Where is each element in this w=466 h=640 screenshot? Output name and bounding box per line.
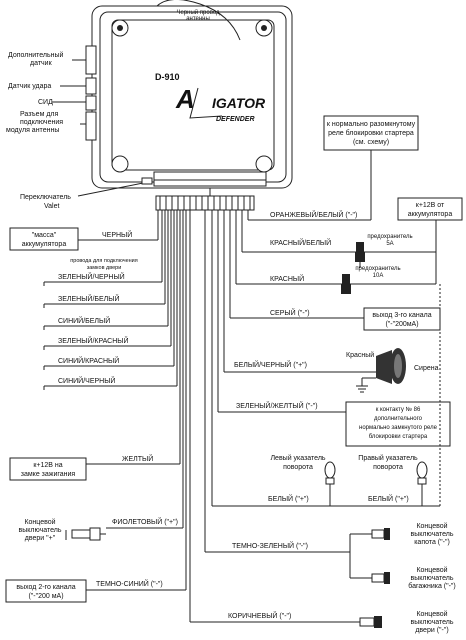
- wire-label-dark-blue: ТЕМНО-СИНИЙ ("-"): [96, 579, 163, 588]
- antenna-conn-label-3: модуля антенны: [6, 127, 59, 134]
- door-switch-plus-icon: [65, 527, 106, 541]
- door-switch-plus-label: Концевой: [24, 518, 55, 526]
- wire-label-blue-red: СИНИЙ/КРАСНЫЙ: [58, 356, 119, 365]
- wire-label-orange-white: ОРАНЖЕВЫЙ/БЕЛЫЙ ("-"): [270, 210, 357, 219]
- alarm-module: [85, 5, 293, 189]
- left-turn-label: Левый указатель: [270, 454, 325, 462]
- wire-label-gray: СЕРЫЙ ("-"): [270, 308, 310, 317]
- hood-switch-label-3: капота ("-"): [414, 539, 450, 546]
- brand-mark-icon: [189, 87, 223, 119]
- brand-a: A: [175, 84, 195, 114]
- model-label: D-910: [155, 72, 180, 82]
- antenna-conn-label: Разъем для: [20, 111, 59, 118]
- battery-label-2: аккумулятора: [408, 211, 453, 218]
- main-connector: [155, 195, 255, 211]
- wire-label-white-black: БЕЛЫЙ/ЧЕРНЫЙ ("+"): [234, 360, 307, 369]
- ch3-label-2: ("-"200мА): [385, 321, 418, 328]
- wire-label-green-red: ЗЕЛЕНЫЙ/КРАСНЫЙ: [58, 336, 129, 345]
- trunk-switch-label-2: выключатель: [411, 575, 454, 582]
- led-label: СИД: [38, 99, 53, 106]
- relay86-box: [345, 401, 451, 447]
- starter-relay-label-3: (см. схему): [353, 139, 389, 146]
- starter-relay-label: к нормально разомкнутому: [327, 121, 416, 128]
- valet-switch-icon: [141, 177, 153, 185]
- wire-label-green-black: ЗЕЛЕНЫЙ/ЧЕРНЫЙ: [58, 272, 125, 281]
- wire-label-white-right: БЕЛЫЙ ("+"): [368, 494, 409, 503]
- antenna-conn-label-2: подключения: [20, 119, 63, 126]
- right-turn-label-2: поворота: [373, 464, 403, 471]
- valet-label: Переключатель: [20, 194, 71, 201]
- wire-label-black: ЧЕРНЫЙ: [102, 230, 132, 239]
- ground-box-label: "масса": [32, 232, 57, 239]
- valet-label-2: Valet: [44, 203, 59, 210]
- siren-icon: [356, 348, 406, 393]
- brand-sub: DEFENDER: [216, 116, 255, 123]
- hood-switch-icon: [371, 528, 390, 540]
- door-switch-minus-label-2: выключатель: [411, 619, 454, 626]
- door-switch-plus-label-3: двери "+": [25, 535, 56, 542]
- ch2-box-label-2: ("-"200 мА): [28, 593, 63, 600]
- fuse-10a-icon: [341, 274, 351, 294]
- wire-label-blue-white: СИНИЙ/БЕЛЫЙ: [58, 316, 110, 325]
- wire-label-red: КРАСНЫЙ: [270, 274, 304, 283]
- antenna-label-2: антенны: [186, 16, 210, 22]
- siren-label: Сирена: [414, 365, 439, 372]
- wire-label-white-left: БЕЛЫЙ ("+"): [268, 494, 309, 503]
- ignition-box-label: к+12В на: [33, 462, 62, 469]
- relay86-label-4: блокировки стартера: [369, 434, 428, 440]
- wire-label-green-yellow: ЗЕЛЕНЫЙ/ЖЕЛТЫЙ ("-"): [236, 401, 318, 410]
- door-switch-minus-label: Концевой: [416, 610, 447, 618]
- aux-sensor-label-2: датчик: [30, 60, 53, 67]
- fuse-10a-label-2: 10А: [373, 273, 384, 279]
- relay86-label-3: нормально замкнутого реле: [359, 425, 438, 431]
- wire-label-red-white: КРАСНЫЙ/БЕЛЫЙ: [270, 238, 331, 247]
- trunk-switch-label: Концевой: [416, 566, 447, 574]
- ground-box: [9, 227, 79, 251]
- brand-name: IGATOR: [212, 95, 266, 111]
- antenna-label: Черный провод: [176, 9, 220, 16]
- hood-switch-label: Концевой: [416, 522, 447, 530]
- wire-label-dark-green: ТЕМНО-ЗЕЛЕНЫЙ ("-"): [232, 541, 308, 550]
- trunk-switch-label-3: багажника ("-"): [408, 582, 456, 590]
- wire-label-brown: КОРИЧНЕВЫЙ ("-"): [228, 611, 291, 620]
- hood-switch-label-2: выключатель: [411, 531, 454, 538]
- wire-label-blue-black: СИНИЙ/ЧЕРНЫЙ: [58, 376, 115, 385]
- relay86-label: к контакту № 86: [376, 406, 421, 413]
- door-lock-note: провода для подключения: [70, 258, 137, 264]
- battery-box: [397, 197, 463, 221]
- aux-sensor-label: Дополнительный: [8, 51, 64, 59]
- ignition-box: [9, 457, 87, 481]
- shock-sensor-label: Датчик удара: [8, 83, 51, 90]
- right-turn-bulb-icon: [416, 461, 428, 506]
- siren-red-label: Красный: [346, 351, 374, 359]
- ignition-box-label-2: замке зажигания: [21, 471, 76, 478]
- door-lock-note-2: замков двери: [87, 265, 122, 271]
- fuse-5a-icon: [355, 242, 365, 268]
- ground-box-label-2: аккумулятора: [22, 241, 67, 248]
- left-turn-label-2: поворота: [283, 464, 313, 471]
- wire-label-violet: ФИОЛЕТОВЫЙ ("+"): [112, 517, 178, 526]
- trunk-switch-icon: [371, 572, 390, 584]
- door-switch-minus-icon: [359, 616, 382, 628]
- door-switch-plus-label-2: выключатель: [19, 527, 62, 534]
- battery-label: к+12В от: [416, 202, 445, 209]
- ch2-box: [5, 579, 87, 603]
- relay86-label-2: дополнительного: [374, 416, 423, 422]
- wire-label-yellow: ЖЕЛТЫЙ: [122, 454, 153, 463]
- door-switch-minus-label-3: двери ("-"): [415, 627, 448, 634]
- ch3-label: выход 3-го канала: [372, 312, 431, 319]
- fuse-5a-label: предохранитель: [367, 234, 412, 240]
- starter-relay-label-2: реле блокировки стартера: [328, 129, 414, 137]
- wire-label-green-white: ЗЕЛЕНЫЙ/БЕЛЫЙ: [58, 294, 119, 303]
- left-turn-bulb-icon: [324, 461, 336, 506]
- ch2-box-label: выход 2-го канала: [16, 584, 75, 591]
- fuse-10a-label: предохранитель: [355, 266, 400, 272]
- right-turn-label: Правый указатель: [358, 454, 418, 462]
- ch3-box: [363, 307, 441, 331]
- fuse-5a-label-2: 5А: [386, 241, 393, 247]
